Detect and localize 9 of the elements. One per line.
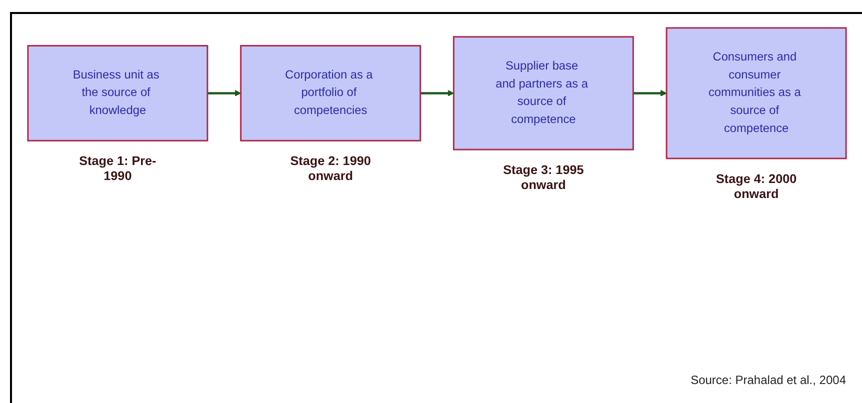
- stage-label: Stage 2: 1990 onward: [290, 154, 372, 184]
- source-caption: Source: Prahalad et al., 2004: [690, 373, 846, 387]
- box-text: Consumers and consumer communities as a source of competence: [708, 50, 802, 137]
- stage-label: Stage 4: 2000 onward: [716, 172, 798, 202]
- box-text: Corporation as a portfolio of competencies: [284, 68, 374, 119]
- stage-label: Stage 3: 1995 onward: [502, 162, 584, 193]
- box-text: Supplier base and partners as a source of competence: [495, 58, 589, 128]
- box-text: Business unit as the source of knowledge: [72, 68, 160, 119]
- stage-label: Stage 1: Pre-1990: [78, 154, 158, 184]
